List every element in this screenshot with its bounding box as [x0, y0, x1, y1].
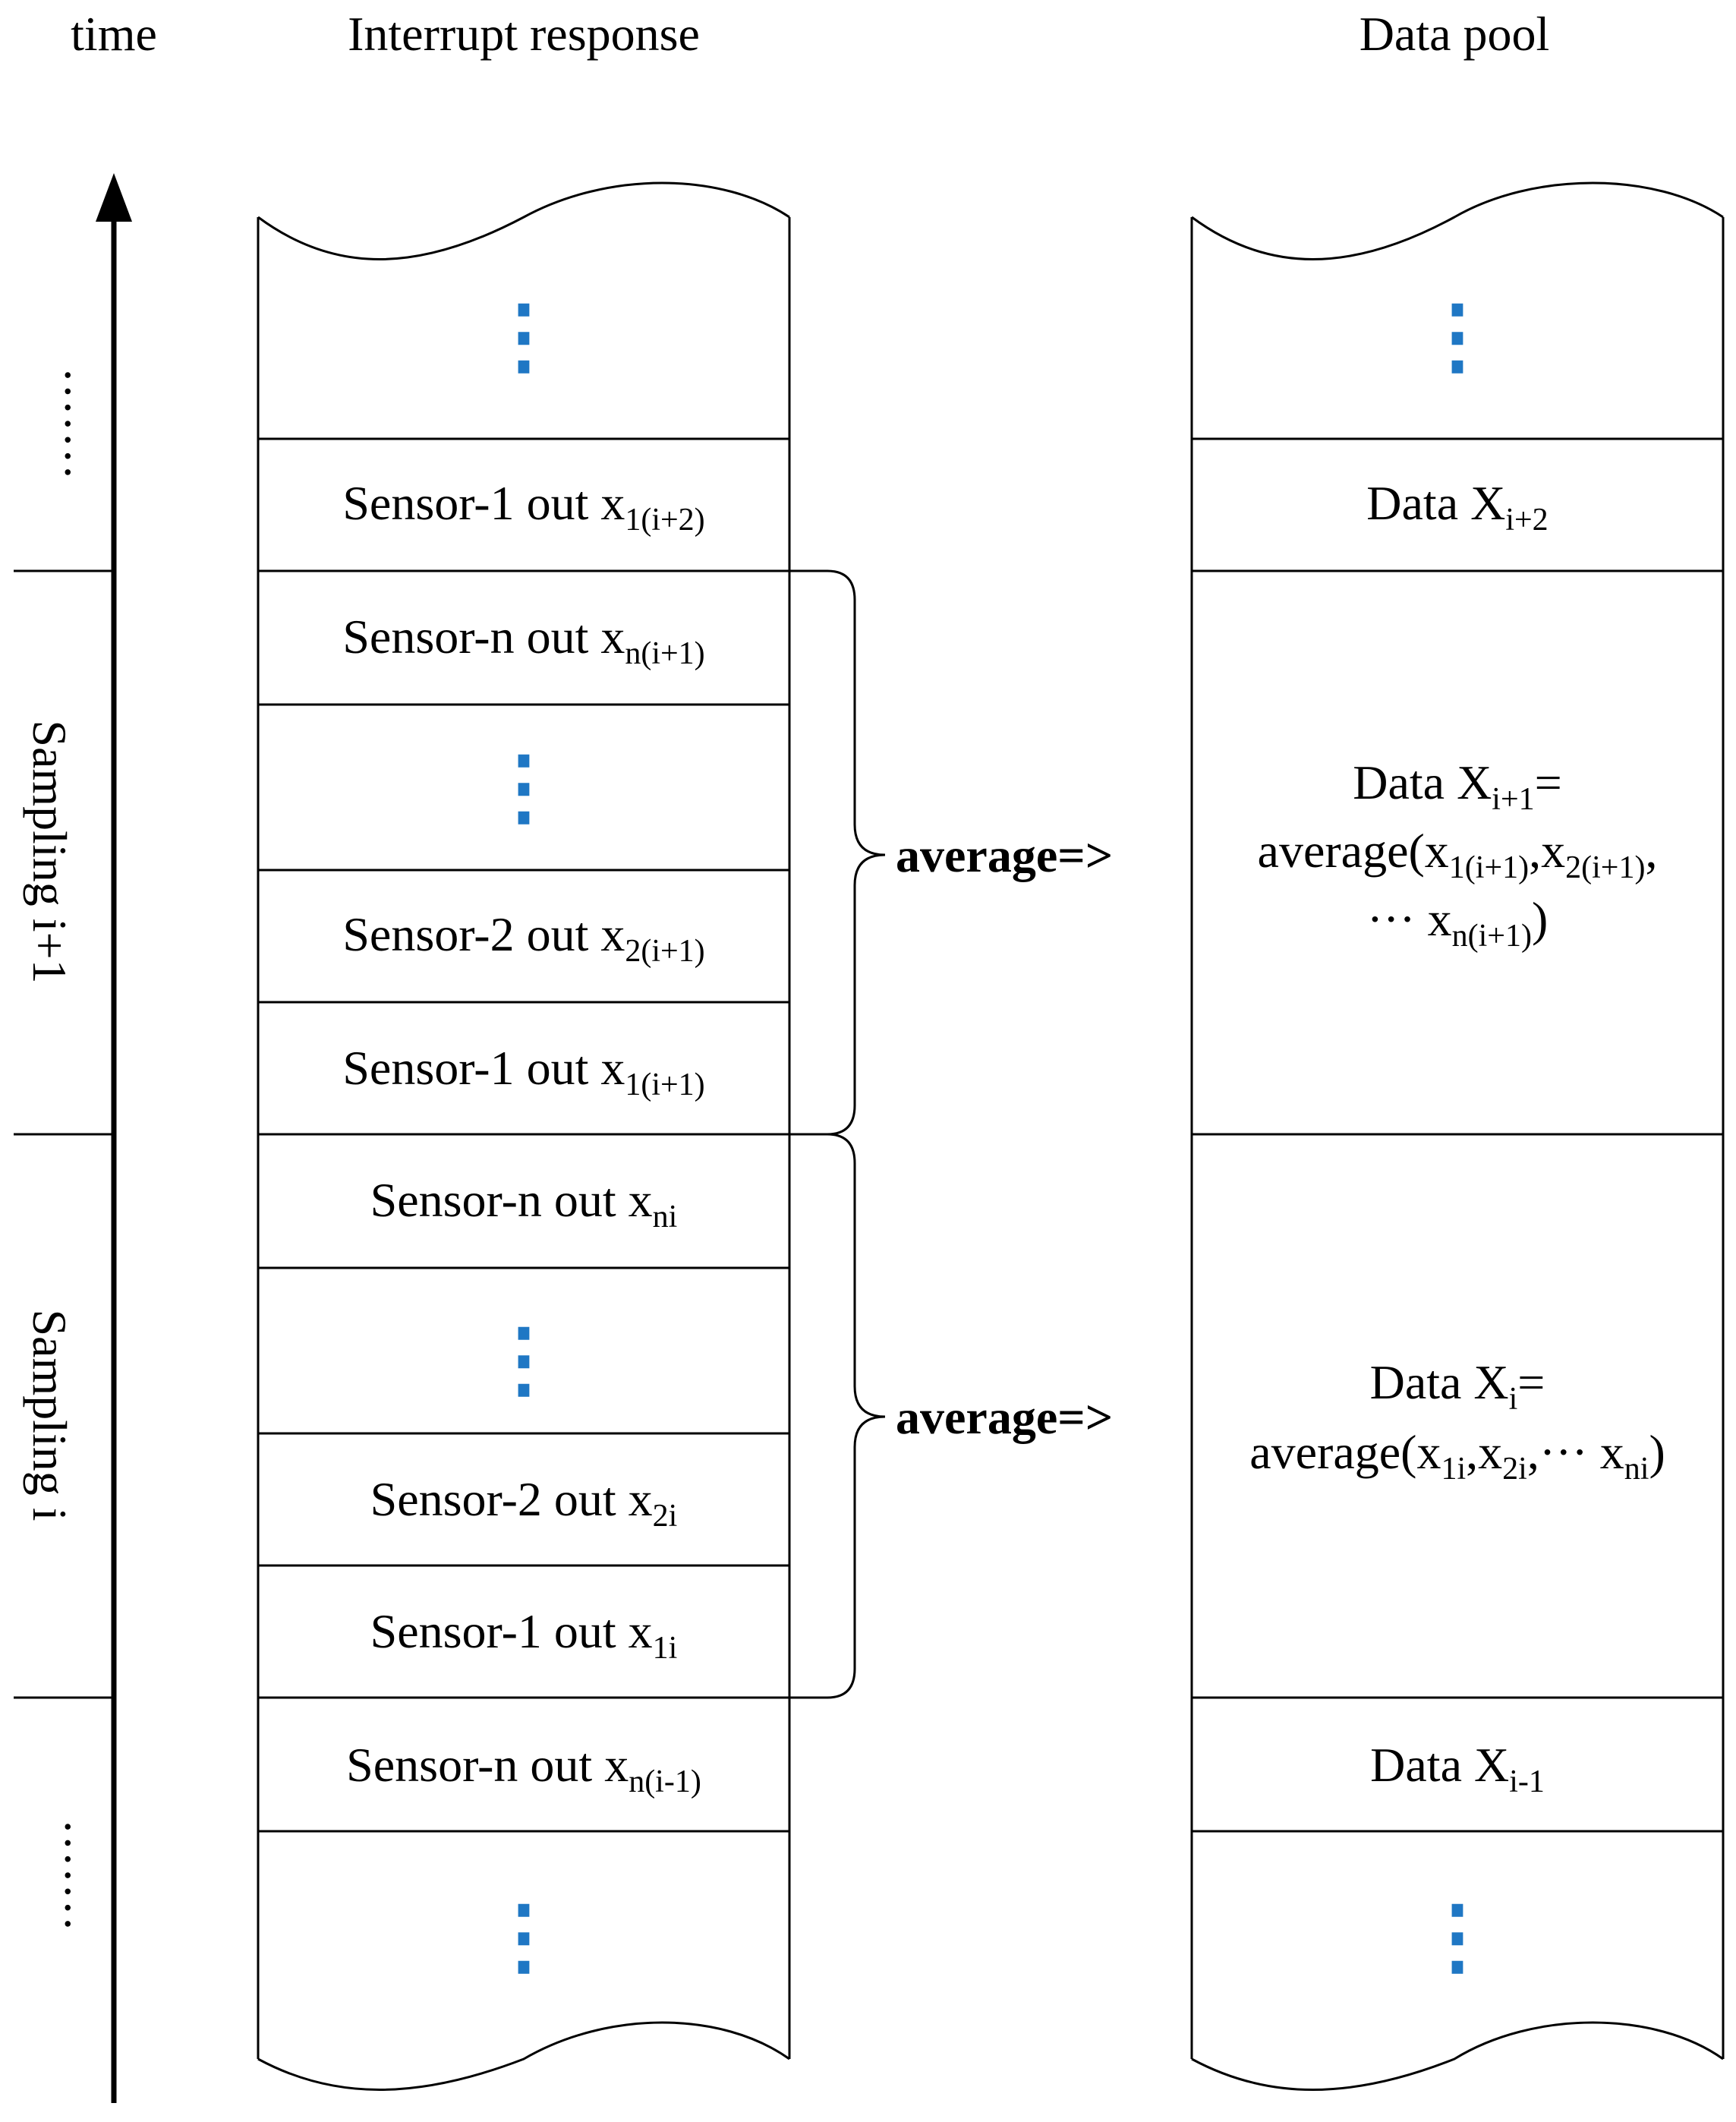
header-interrupt-response: Interrupt response	[348, 7, 700, 61]
label-sampling-i: Sampling i	[23, 1309, 77, 1521]
pool-data-x-i-minus-1: Data Xi-1	[1370, 1738, 1545, 1799]
svg-text:Data Xi+1=: Data Xi+1=	[1353, 755, 1561, 817]
interrupt-cell-4: Sensor-2 out x2(i+1)	[342, 907, 704, 969]
interrupt-cell-2: Sensor-n out xn(i+1)	[342, 610, 704, 671]
interrupt-dividers	[258, 437, 789, 1833]
interrupt-cell-9: Sensor-1 out x1i	[370, 1604, 678, 1666]
svg-text:average(x1i,x2i,··· xni): average(x1i,x2i,··· xni)	[1249, 1425, 1665, 1487]
interrupt-cell-11-dots: ⋮	[482, 1890, 566, 1983]
interrupt-bottom-wave	[257, 2021, 790, 2091]
interrupt-cell-5: Sensor-1 out x1(i+1)	[342, 1041, 704, 1102]
top-ellipsis: ·······	[41, 367, 95, 480]
pool-data-x-i-plus-1: Data Xi+1= average(x1(i+1),x2(i+1), ··· …	[1258, 755, 1658, 954]
interrupt-cell-7-dots: ⋮	[482, 1313, 566, 1406]
pool-dividers	[1192, 437, 1723, 1833]
time-axis-arrowhead	[96, 173, 132, 222]
interrupt-cell-6: Sensor-n out xni	[370, 1173, 678, 1234]
pool-data-x-i-plus-2: Data Xi+2	[1366, 476, 1548, 538]
pool-top-wave	[1191, 181, 1724, 260]
interrupt-top-wave	[257, 181, 790, 260]
interrupt-cell-3-dots: ⋮	[482, 741, 566, 834]
label-sampling-i-plus-1: Sampling i+1	[23, 720, 77, 983]
brace-upper	[789, 569, 886, 1136]
bottom-ellipsis: ·······	[41, 1818, 95, 1931]
average-arrow-lower: average=>	[896, 1390, 1113, 1444]
svg-text:average(x1(i+1),x2(i+1),: average(x1(i+1),x2(i+1),	[1258, 824, 1658, 885]
interrupt-cell-8: Sensor-2 out x2i	[370, 1472, 678, 1534]
average-arrow-upper: average=>	[896, 828, 1113, 882]
brace-lower	[789, 1133, 886, 1699]
interrupt-cell-10: Sensor-n out xn(i-1)	[346, 1738, 701, 1799]
interrupt-cell-1: Sensor-1 out x1(i+2)	[342, 476, 704, 538]
svg-text:··· xn(i+1)): ··· xn(i+1))	[1367, 892, 1549, 954]
pool-top-dots: ⋮	[1416, 290, 1499, 383]
pool-bottom-dots: ⋮	[1416, 1890, 1499, 1983]
interrupt-cell-0-dots: ⋮	[482, 290, 566, 383]
header-data-pool: Data pool	[1359, 7, 1550, 61]
header-time: time	[71, 7, 157, 61]
svg-text:Data Xi=: Data Xi=	[1370, 1355, 1545, 1417]
pool-bottom-wave	[1191, 2021, 1724, 2091]
pool-data-x-i: Data Xi= average(x1i,x2i,··· xni)	[1249, 1355, 1665, 1487]
